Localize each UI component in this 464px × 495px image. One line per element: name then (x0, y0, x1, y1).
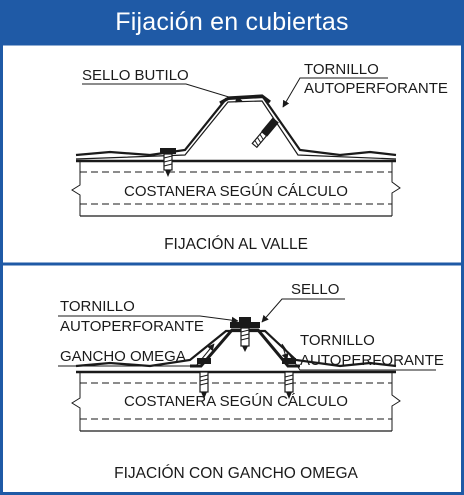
label-sello: SELLO (291, 281, 339, 298)
label-sello-butilo: SELLO BUTILO (82, 67, 189, 84)
label-gancho-omega: GANCHO OMEGA (60, 348, 186, 365)
leader-tornillo-right (281, 343, 436, 371)
label-tornillo-left-2: AUTOPERFORANTE (60, 318, 204, 335)
break-mark-right (391, 161, 401, 216)
screw-self-drilling-top (251, 117, 279, 149)
label-tornillo-left-1: TORNILLO (60, 298, 135, 315)
label-tornillo-top-1: TORNILLO (304, 61, 379, 78)
label-tornillo-top-2: AUTOPERFORANTE (304, 80, 448, 97)
roof-sheet-top (75, 95, 397, 157)
break-mark-right-bottom (391, 372, 401, 431)
break-mark-left-bottom (71, 372, 81, 431)
screw-hook-right (282, 358, 296, 399)
leader-tornillo-left (58, 315, 239, 324)
caption-fijacion-valle: FIJACIÓN AL VALLE (164, 236, 308, 253)
panel-bottom-drawing (58, 298, 436, 432)
screw-hook-left (197, 358, 211, 399)
label-tornillo-right-1: TORNILLO (300, 332, 375, 349)
break-mark-left (71, 161, 81, 216)
panel-top-drawing (71, 77, 401, 217)
caption-fijacion-gancho: FIJACIÓN CON GANCHO OMEGA (114, 465, 358, 482)
roof-sheet-inner-top (75, 100, 397, 160)
frame-border (0, 42, 464, 495)
label-costanera-top: COSTANERA SEGÚN CÁLCULO (124, 183, 348, 200)
screw-top-bottom-panel (239, 317, 251, 352)
leader-sello (261, 298, 345, 323)
leader-sello-butilo (82, 83, 243, 103)
butyl-seal-strip (219, 94, 271, 105)
leader-gancho (58, 343, 215, 367)
label-tornillo-right-2: AUTOPERFORANTE (300, 352, 444, 369)
label-costanera-bottom: COSTANERA SEGÚN CÁLCULO (124, 393, 348, 410)
seal-pad (230, 322, 260, 328)
page-title: Fijación en cubiertas (0, 0, 464, 44)
screw-valley (160, 148, 176, 177)
leader-tornillo-top (282, 77, 302, 108)
